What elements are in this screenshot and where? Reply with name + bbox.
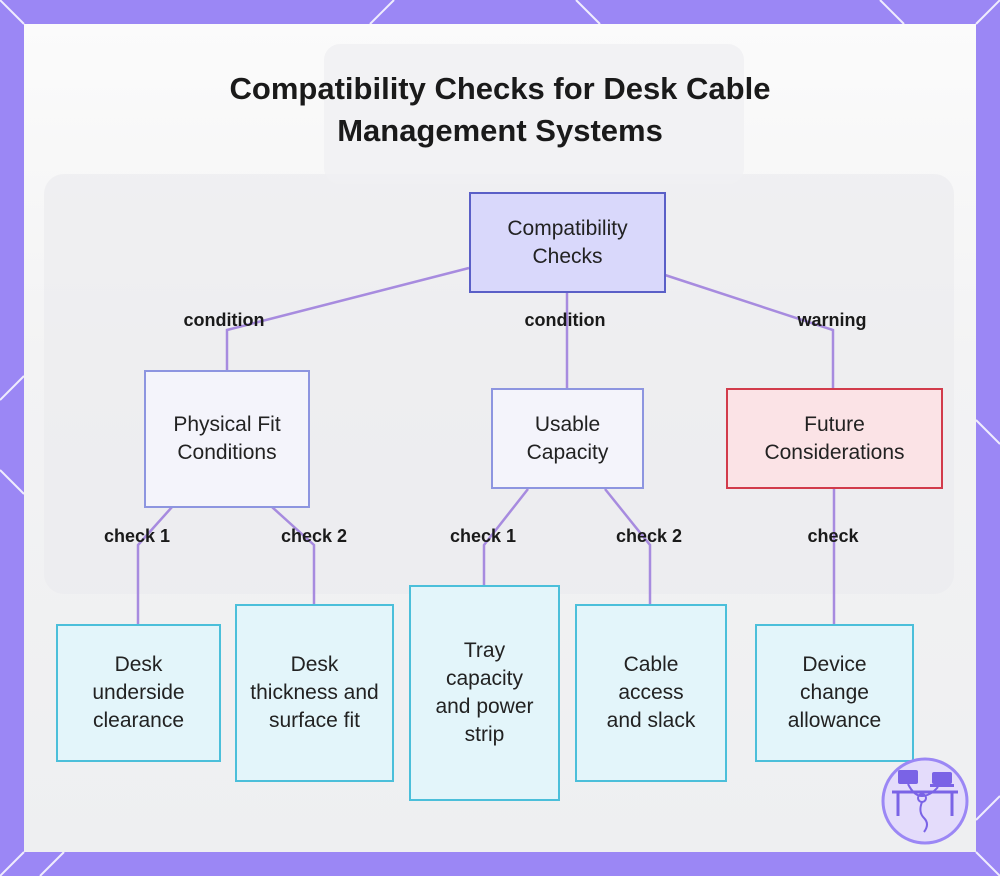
node-cable-access-slack: Cable access and slack — [575, 604, 727, 782]
edge-label-future-device: check — [807, 526, 859, 546]
edge-label-physical-clearance: check 1 — [103, 526, 171, 546]
edge-capacity-cable — [604, 488, 652, 604]
edge-physical-clearance — [136, 506, 173, 624]
edge-capacity-tray — [482, 488, 529, 585]
edge-label-physical-thickness: check 2 — [280, 526, 348, 546]
edge-label-capacity-cable: check 2 — [615, 526, 683, 546]
node-physical-fit-conditions: Physical Fit Conditions — [144, 370, 310, 508]
desk-workstation-logo-icon — [881, 757, 969, 845]
diagram-title: Compatibility Checks for Desk Cable Mana… — [0, 68, 1000, 152]
edge-label-root-future: warning — [797, 310, 867, 330]
node-usable-capacity: Usable Capacity — [491, 388, 644, 489]
node-compatibility-checks: Compatibility Checks — [469, 192, 666, 293]
edge-label-capacity-tray: check 1 — [449, 526, 517, 546]
title-line-2: Management Systems — [337, 113, 663, 148]
title-line-1: Compatibility Checks for Desk Cable — [229, 71, 771, 106]
edge-label-root-capacity: condition — [524, 310, 606, 330]
node-tray-capacity-power-strip: Tray capacity and power strip — [409, 585, 560, 801]
edge-label-root-physical: condition — [183, 310, 265, 330]
node-desk-underside-clearance: Desk underside clearance — [56, 624, 221, 762]
node-future-considerations: Future Considerations — [726, 388, 943, 489]
edge-root-physical — [225, 266, 470, 370]
edge-physical-thickness — [271, 506, 316, 604]
edge-root-future — [664, 273, 835, 388]
node-device-change-allowance: Device change allowance — [755, 624, 914, 762]
node-desk-thickness-surface-fit: Desk thickness and surface fit — [235, 604, 394, 782]
background-blur — [324, 44, 744, 184]
